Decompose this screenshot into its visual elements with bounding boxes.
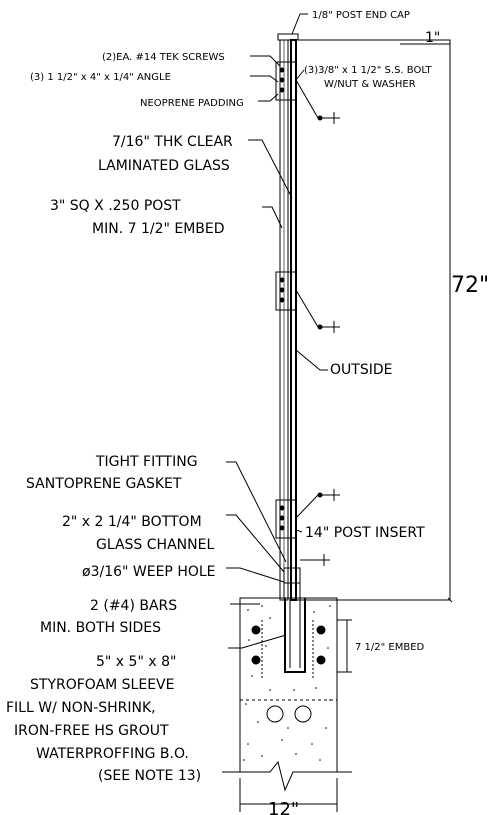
label-post-insert: 14" POST INSERT: [305, 525, 425, 541]
label-channel-line1: 2" x 2 1/4" BOTTOM: [62, 514, 202, 530]
middle-bracket: [275, 271, 296, 311]
label-tek-screws: (2)EA. #14 TEK SCREWS: [102, 52, 225, 63]
label-neoprene: NEOPRENE PADDING: [140, 98, 244, 109]
grout-stipple: [243, 605, 331, 761]
leader-lines: [226, 13, 328, 649]
lower-bracket: [275, 499, 296, 539]
label-bolt-line2: W/NUT & WASHER: [324, 79, 416, 90]
dimension-lines: [239, 40, 453, 812]
label-embed-bottom: 7 1/2" EMBED: [355, 642, 425, 653]
dimension-top-offset: 1": [425, 30, 440, 46]
label-weep-hole: ø3/16" WEEP HOLE: [82, 564, 216, 580]
label-sleeve-line6: (SEE NOTE 13): [98, 768, 201, 784]
label-bars-line2: MIN. BOTH SIDES: [40, 620, 161, 636]
label-bolt-line1: (3)3/8" x 1 1/2" S.S. BOLT: [304, 65, 433, 76]
label-post-line2: MIN. 7 1/2" EMBED: [92, 221, 225, 237]
label-gasket-line2: SANTOPRENE GASKET: [26, 476, 182, 492]
top-bracket: [275, 61, 296, 101]
label-glass-line1: 7/16" THK CLEAR: [112, 134, 233, 150]
glass-panel-outline: [296, 39, 451, 601]
label-channel-line2: GLASS CHANNEL: [96, 537, 214, 553]
label-post-line1: 3" SQ X .250 POST: [50, 198, 181, 214]
glass: [290, 39, 297, 601]
label-sleeve-line5: WATERPROFFING B.O.: [36, 746, 189, 762]
footing: [239, 597, 338, 792]
label-sleeve-line2: STYROFOAM SLEEVE: [30, 677, 174, 693]
label-glass-line2: LAMINATED GLASS: [98, 158, 230, 174]
label-sleeve-line3: FILL W/ NON-SHRINK,: [6, 700, 156, 716]
dimension-footing-width: 12": [268, 799, 299, 815]
dimension-height: 72": [451, 273, 489, 298]
post-end-cap: [277, 33, 299, 41]
label-sleeve-line1: 5" x 5" x 8": [96, 654, 176, 670]
label-outside: OUTSIDE: [330, 362, 392, 378]
label-sleeve-line4: IRON-FREE HS GROUT: [14, 723, 169, 739]
label-gasket-line1: TIGHT FITTING: [95, 454, 198, 470]
bolt-markers: [295, 79, 340, 519]
label-post-end-cap: 1/8" POST END CAP: [312, 10, 410, 21]
label-bars-line1: 2 (#4) BARS: [90, 598, 177, 614]
label-angle: (3) 1 1/2" x 4" x 1/4" ANGLE: [30, 72, 171, 83]
